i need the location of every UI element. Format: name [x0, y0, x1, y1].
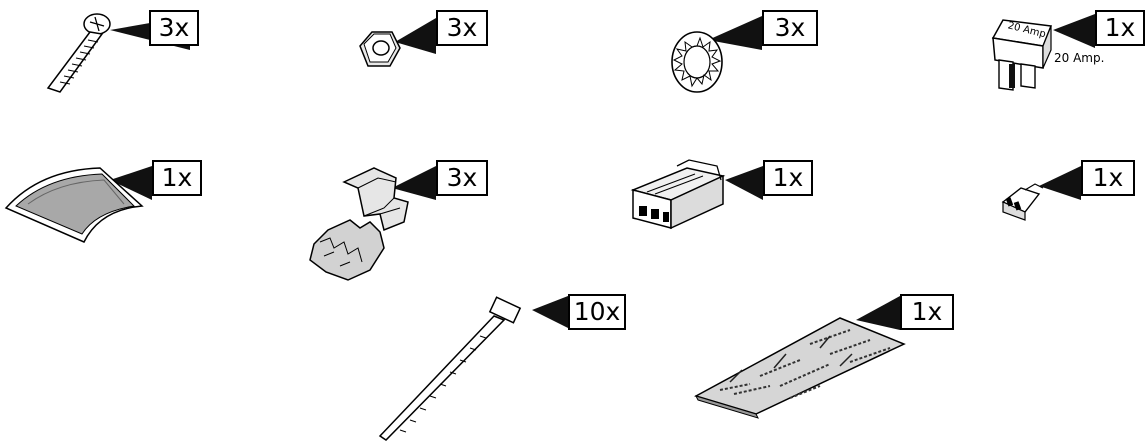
part-hex-nut: 3x: [350, 8, 490, 98]
part-connector: 1x: [625, 150, 825, 245]
part-cable-clip: 3x: [300, 158, 490, 283]
cable-clip-icon: [309, 166, 436, 281]
cable-tie-icon: [378, 296, 568, 441]
part-cable-tie: 10x: [370, 290, 630, 446]
quantity-label: 1x: [1095, 10, 1145, 46]
fuse-caption: 20 Amp.: [1054, 51, 1105, 65]
quantity-label: 1x: [900, 294, 954, 330]
quantity-label: 10x: [568, 294, 626, 330]
quantity-label: 1x: [152, 160, 202, 196]
small-connector-icon: [1001, 166, 1081, 221]
quantity-label: 1x: [1081, 160, 1135, 196]
quantity-label: 3x: [436, 10, 488, 46]
part-screw: 3x: [40, 8, 200, 98]
hex-nut-icon: [359, 18, 436, 67]
cleaning-cloth-icon: [694, 296, 906, 419]
fuse-icon: 20 Amp.: [991, 14, 1095, 91]
part-adhesive-pad: 1x: [0, 158, 210, 248]
quantity-label: 3x: [762, 10, 818, 46]
quantity-label: 3x: [149, 10, 199, 46]
adhesive-pad-icon: [4, 166, 152, 243]
part-small-connector: 1x: [995, 158, 1145, 233]
part-fuse: 20 Amp. 1x 20 Amp.: [985, 8, 1145, 103]
lock-washer-icon: [671, 16, 762, 93]
quantity-label: 3x: [436, 160, 488, 196]
part-cleaning-cloth: 1x: [690, 290, 960, 420]
quantity-label: 1x: [763, 160, 813, 196]
connector-icon: [630, 159, 763, 230]
part-lock-washer: 3x: [660, 8, 820, 103]
